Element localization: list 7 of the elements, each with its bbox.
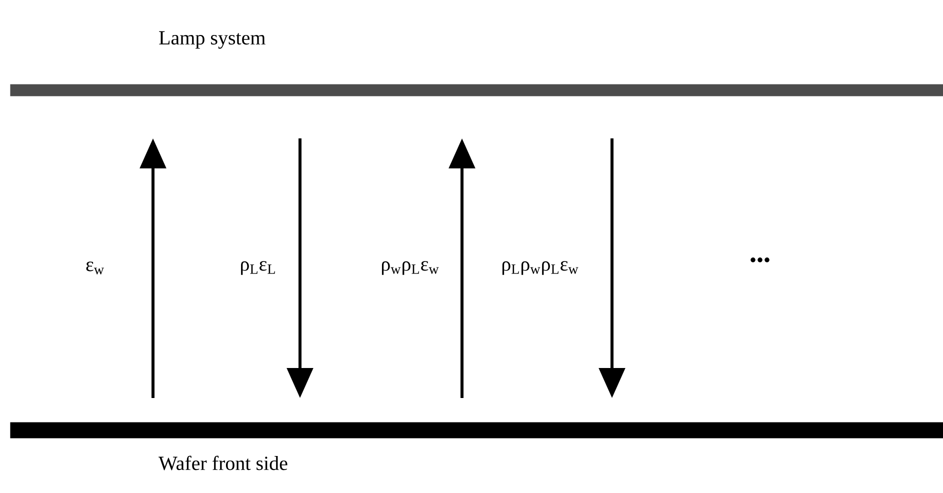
edge-label: ρ$_{w}$ρ$_{L}$ε$_{w}$: [382, 261, 439, 275]
edge-label: ρ$_{L}$ρ$_{w}$ρ$_{L}$ε$_{w}$: [502, 261, 578, 275]
heading: Wafer front side: [158, 456, 288, 470]
ellipsis: •••: [750, 258, 770, 262]
edge-label: ρ$_{L}$ε$_{L}$: [241, 261, 275, 275]
heading: Lamp system: [159, 31, 266, 49]
edge-label: ε$_{w}$: [86, 262, 104, 274]
